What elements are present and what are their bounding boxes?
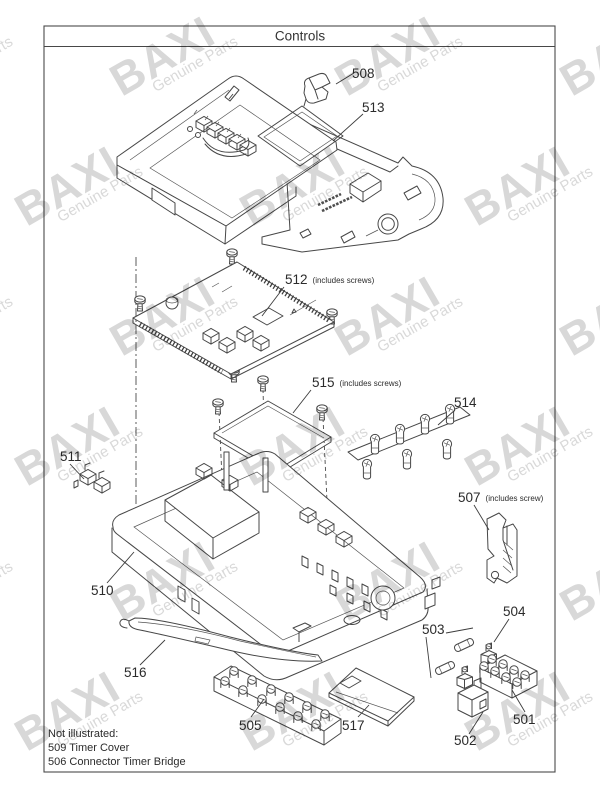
label-517: 517 xyxy=(342,718,365,733)
page-frame: Controls xyxy=(43,25,556,773)
fuse-holder-clip-second xyxy=(456,665,473,689)
leader-lines xyxy=(69,72,526,735)
part-number: 507 xyxy=(458,490,481,505)
part-labels: 508 513 512 (includes screws) 515 (include… xyxy=(60,66,544,748)
part-516-seal-strip xyxy=(119,617,323,662)
label-516: 516 xyxy=(124,665,147,680)
label-513: 513 xyxy=(362,100,385,115)
label-512: 512 (includes screws) xyxy=(285,272,375,287)
part-note: (includes screw) xyxy=(486,494,544,503)
part-514-terminal-rail xyxy=(347,403,471,480)
part-511-fuse-clip xyxy=(73,462,111,494)
part-517-blank-plate xyxy=(328,667,415,727)
part-505-terminal-strip xyxy=(213,665,342,746)
part-number: 512 xyxy=(285,272,308,287)
label-514: 514 xyxy=(454,395,477,410)
page-title: Controls xyxy=(275,29,326,44)
label-504: 504 xyxy=(503,604,526,619)
label-515: 515 (includes screws) xyxy=(312,375,402,390)
not-illustrated-item: 506 Connector Timer Bridge xyxy=(48,756,186,768)
label-507: 507 (includes screw) xyxy=(458,490,544,505)
label-508: 508 xyxy=(352,66,375,81)
wire-bundle xyxy=(202,137,250,157)
part-512-pcb xyxy=(132,261,335,380)
part-507-bracket xyxy=(486,512,518,584)
label-502: 502 xyxy=(454,733,477,748)
part-note: (includes screws) xyxy=(313,276,375,285)
flag-mark xyxy=(224,85,240,102)
part-501-terminal-block xyxy=(479,654,538,699)
label-501: 501 xyxy=(513,712,536,727)
label-510: 510 xyxy=(91,583,114,598)
part-note: (includes screws) xyxy=(340,379,402,388)
not-illustrated-note: Not illustrated: 509 Timer Cover 506 Con… xyxy=(48,728,186,768)
page-border xyxy=(43,25,556,773)
part-number: 515 xyxy=(312,375,335,390)
label-503: 503 xyxy=(422,622,445,637)
label-511: 511 xyxy=(60,449,82,464)
part-503-fuses xyxy=(433,637,476,676)
part-508-clip xyxy=(303,72,331,107)
part-513-control-box-cover xyxy=(116,75,444,253)
not-illustrated-item: 509 Timer Cover xyxy=(48,742,130,754)
not-illustrated-heading: Not illustrated: xyxy=(48,728,118,740)
label-505: 505 xyxy=(239,718,262,733)
part-510-control-box-housing xyxy=(111,451,441,681)
terminal-block-marking xyxy=(317,192,353,213)
